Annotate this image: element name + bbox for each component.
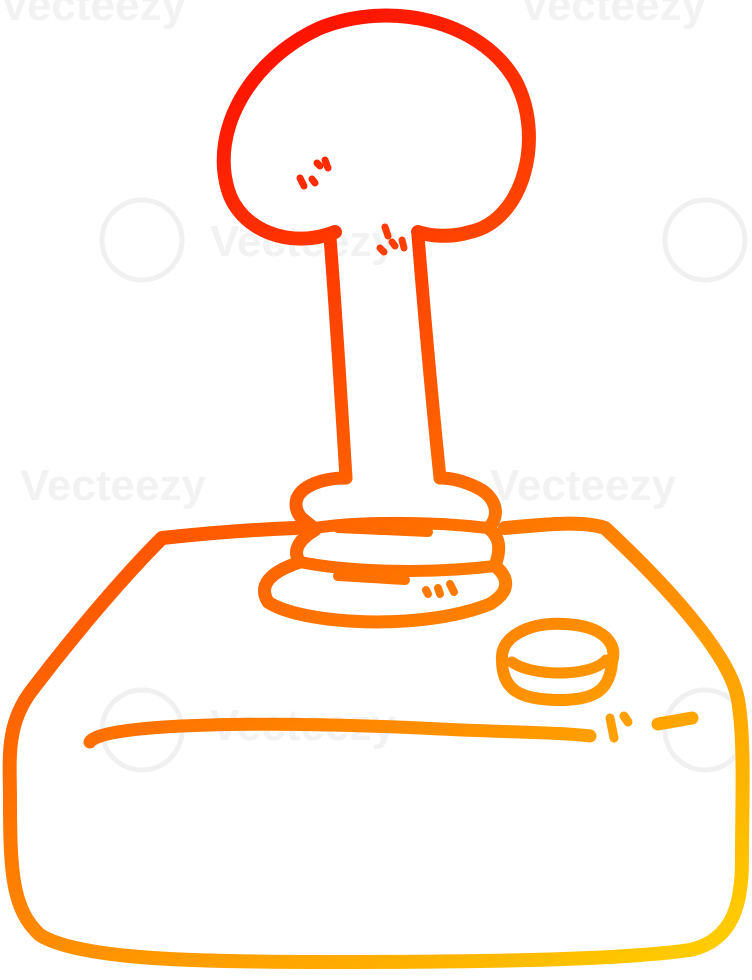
watermark-text: Vecteezy — [20, 461, 206, 510]
joystick-shaft-right — [411, 229, 447, 485]
base-edge-dots — [605, 711, 633, 743]
base-front-edge — [83, 717, 597, 749]
collar-dots — [422, 580, 458, 598]
watermark-badge-icon — [662, 197, 748, 283]
watermark-text: Vecteezy — [490, 461, 676, 510]
joystick-base — [2, 516, 750, 969]
collar-inner-top — [299, 516, 494, 536]
collar-stripe — [333, 571, 410, 585]
knob-highlight-dots — [296, 156, 408, 256]
base-front-edge-dash — [651, 711, 699, 731]
fire-button — [496, 617, 620, 706]
collar-stripe — [333, 523, 433, 537]
watermark-badge-icon — [99, 197, 185, 283]
joystick-knob — [216, 8, 536, 246]
watermark-layer: Vecteezy Vecteezy Vecteezy Vecteezy Vect… — [0, 0, 748, 773]
watermark-text: Vecteezy — [0, 0, 186, 30]
joystick-shaft-left — [323, 231, 353, 485]
watermark-text: Vecteezy — [520, 0, 706, 30]
collar-inner-mid — [294, 556, 501, 577]
joystick-collar — [258, 471, 513, 629]
